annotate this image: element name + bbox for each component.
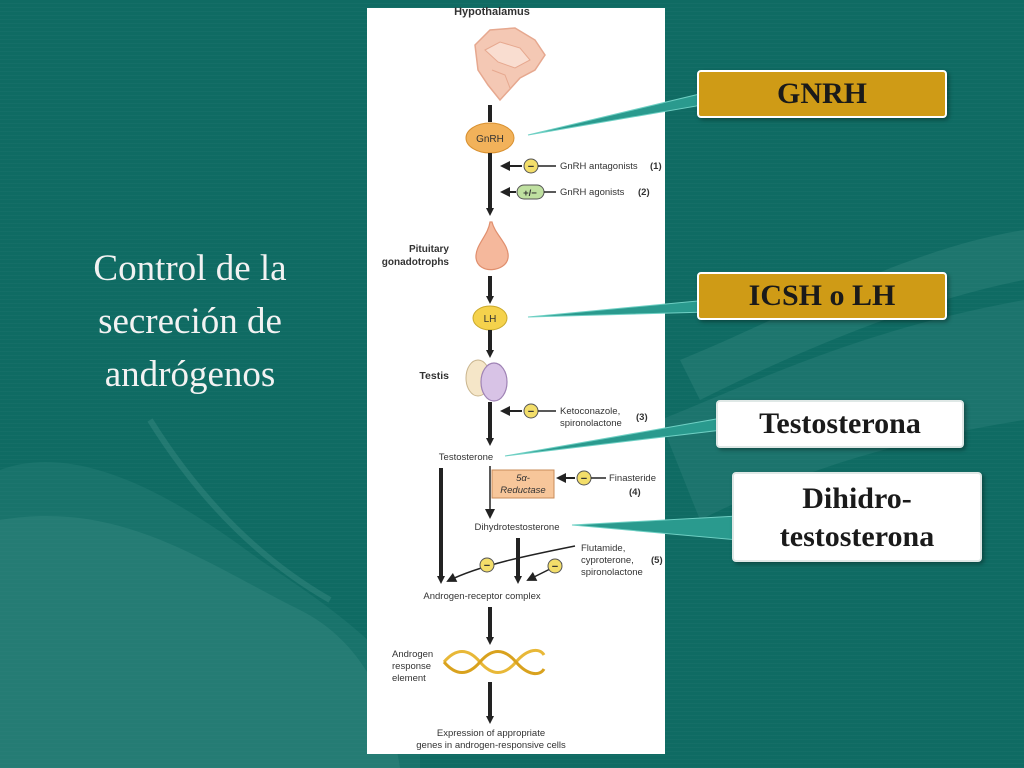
dna-helix-illustration — [442, 648, 546, 676]
hypothalamus-illustration — [474, 27, 546, 102]
reductase-box — [491, 469, 555, 499]
reductase-line1: 5α- — [516, 473, 530, 484]
gnrh-callout: GNRH — [697, 70, 947, 118]
title-line-2: secreción de — [98, 301, 282, 342]
ref-1: (1) — [650, 161, 662, 172]
testis-illustration — [465, 359, 508, 402]
testis-label: Testis — [419, 370, 449, 382]
gnrh-node-label: GnRH — [476, 134, 504, 145]
inhibitor-icon — [547, 558, 563, 574]
cyproterone-label: cyproterone, — [581, 555, 634, 566]
gnrh-antagonists-label: GnRH antagonists — [560, 161, 638, 172]
diagram-panel — [367, 8, 665, 754]
ref-3: (3) — [636, 412, 648, 423]
ref-4: (4) — [629, 487, 641, 498]
dht-callout-pointer — [571, 515, 739, 541]
ketoconazole-label: Ketoconazole, — [560, 406, 620, 417]
testosterone-label: Testosterone — [439, 452, 493, 463]
are-line2: response — [392, 661, 431, 672]
minus-sign: − — [552, 561, 558, 573]
spironolactone-label: spironolactone — [560, 418, 622, 429]
are-line1: Androgen — [392, 649, 433, 660]
flutamide-label: Flutamide, — [581, 543, 625, 554]
finasteride-label: Finasteride — [609, 473, 656, 484]
gnrh-callout-pointer — [527, 91, 709, 136]
dht-callout-line1: Dihidro- — [802, 482, 912, 515]
title-line-1: Control de la — [93, 248, 287, 289]
plus-minus-sign: +/− — [523, 188, 537, 199]
expression-line2: genes in androgen-responsive cells — [416, 740, 566, 751]
lh-callout-pointer — [527, 299, 709, 318]
testosterone-callout: Testosterona — [716, 400, 964, 448]
slide-title: Control de la secreción de andrógenos — [40, 242, 340, 401]
expression-line1: Expression of appropriate — [437, 728, 545, 739]
lh-node-label: LH — [484, 314, 497, 325]
dht-callout-line2: testosterona — [779, 520, 935, 553]
arc-label: Androgen-receptor complex — [423, 591, 540, 602]
title-line-3: andrógenos — [104, 354, 276, 395]
lh-callout: ICSH o LH — [697, 272, 947, 320]
dht-callout: Dihidro- testosterona — [732, 472, 982, 562]
minus-sign: − — [528, 161, 534, 173]
inhibitor-icon — [479, 557, 495, 573]
dht-label: Dihydrotestosterone — [474, 522, 559, 533]
arrow-flutamide-testosterone — [446, 545, 576, 582]
pituitary-illustration — [475, 221, 509, 271]
hypothalamus-label: Hypothalamus — [454, 6, 530, 18]
reductase-line2: Reductase — [500, 485, 545, 496]
gonadotrophs-label: gonadotrophs — [382, 257, 450, 268]
are-line3: element — [392, 673, 426, 684]
minus-sign: − — [484, 560, 490, 572]
spironolactone-2-label: spironolactone — [581, 567, 643, 578]
minus-sign: − — [581, 473, 587, 485]
ref-2: (2) — [638, 187, 650, 198]
ref-5: (5) — [651, 555, 663, 566]
gnrh-agonists-label: GnRH agonists — [560, 187, 625, 198]
pituitary-label: Pituitary — [409, 244, 449, 255]
minus-sign: − — [528, 406, 534, 418]
